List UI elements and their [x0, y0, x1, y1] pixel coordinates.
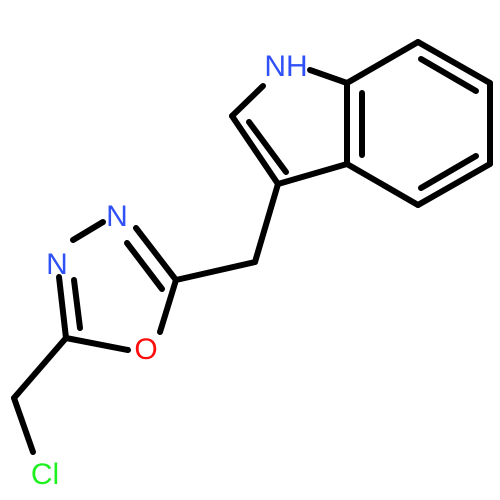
bond [173, 259, 258, 283]
bond [71, 277, 83, 331]
atom-label-n-upper: N [106, 200, 128, 233]
bond [415, 39, 493, 86]
bond [415, 161, 493, 208]
atom-labels: NH N N O Cl [31, 50, 308, 491]
bond [344, 39, 421, 86]
bond [70, 219, 106, 243]
bond [418, 56, 479, 94]
bond [275, 161, 350, 187]
bond [307, 67, 350, 86]
atom-label-cl: Cl [31, 458, 59, 491]
atom-label-n-lower: N [46, 248, 68, 281]
bond [11, 395, 36, 455]
atom-label-nh: NH [264, 50, 307, 83]
atom-label-o: O [134, 333, 157, 366]
bond [133, 225, 179, 283]
bond [11, 335, 69, 401]
bond [63, 335, 131, 353]
bond [229, 83, 266, 119]
bond [246, 119, 289, 175]
bond [157, 277, 179, 335]
bond [418, 153, 479, 191]
bond [252, 181, 281, 265]
bond [56, 274, 69, 341]
bond [229, 113, 281, 187]
bond-layer [11, 39, 493, 455]
bond [124, 240, 165, 292]
bond [344, 161, 421, 208]
